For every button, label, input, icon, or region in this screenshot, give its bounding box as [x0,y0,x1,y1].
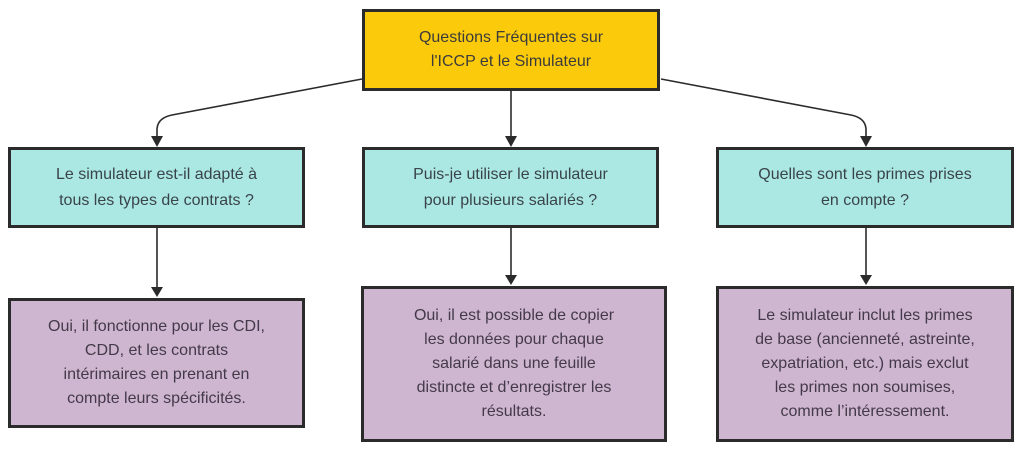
arrow-root-to-question-1 [151,78,363,147]
answer-node-multiple-employees: Oui, il est possible de copier les donné… [361,286,667,442]
question-node-multiple-employees: Puis-je utiliser le simulateur pour plus… [362,147,659,228]
arrow-question-2-to-answer-2 [505,228,517,285]
question-node-included-bonuses: Quelles sont les primes prises en compte… [716,147,1014,228]
arrow-question-3-to-answer-3 [860,228,872,285]
root-node-title: Questions Fréquentes sur l'ICCP et le Si… [362,9,660,91]
arrow-root-to-question-2 [505,91,517,147]
question-node-contract-types: Le simulateur est-il adapté à tous les t… [8,147,305,228]
arrow-question-1-to-answer-1 [151,228,163,297]
arrow-root-to-question-3 [660,78,872,147]
answer-node-included-bonuses: Le simulateur inclut les primes de base … [716,286,1014,442]
answer-node-contract-types: Oui, il fonctionne pour les CDI, CDD, et… [8,298,305,428]
